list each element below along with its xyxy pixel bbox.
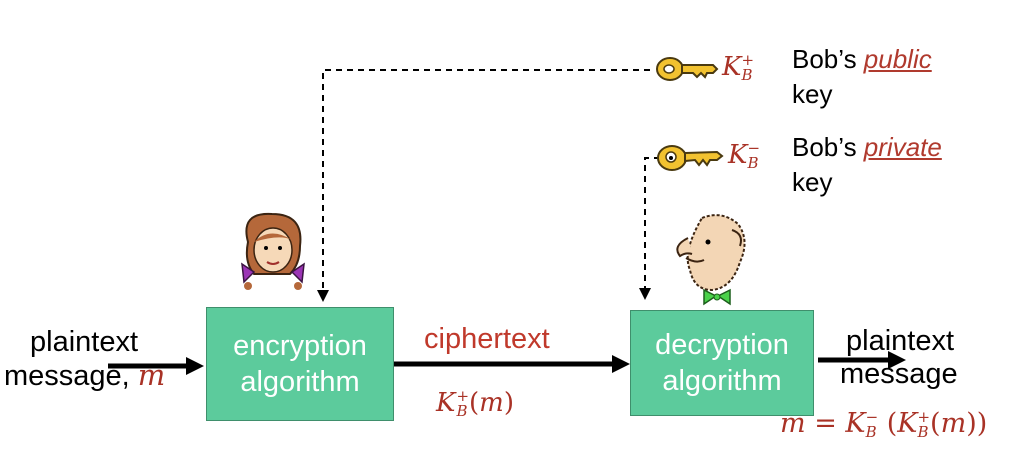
public-key-dashed-connector xyxy=(322,69,650,292)
private-key-label-emph: private xyxy=(863,132,942,162)
input-line2: message, m xyxy=(4,359,194,393)
decryption-equation: m = K−B (K+B(m)) xyxy=(780,407,988,441)
encryption-box-line1: encryption xyxy=(233,329,367,362)
private-key-k: K xyxy=(728,140,748,170)
public-key-arrowhead xyxy=(317,290,329,302)
plaintext-input-label: plaintext message, m xyxy=(4,326,194,394)
decryption-box-line2: algorithm xyxy=(662,365,782,397)
ciphertext-formula: K+B(m) xyxy=(436,387,514,420)
decryption-algorithm-box: decryption algorithm xyxy=(630,310,814,416)
ciphertext-formula-scripts: +B xyxy=(456,389,469,419)
private-key-sub: B xyxy=(747,154,759,172)
public-key-k: K xyxy=(722,52,742,82)
private-key-label-prefix: Bob’s xyxy=(792,132,864,162)
ciphertext-label: ciphertext xyxy=(424,323,550,355)
bob-face-icon xyxy=(676,214,746,306)
public-key-icon xyxy=(656,57,719,81)
public-key-label: Bob’s public key xyxy=(792,42,932,112)
private-key-symbol: K−B xyxy=(728,140,760,171)
input-line2-text: message, xyxy=(4,360,130,393)
public-key-sup: + xyxy=(741,51,755,69)
ciphertext-arrowhead xyxy=(612,355,630,373)
output-arrowhead xyxy=(888,351,906,369)
alice-face-icon xyxy=(241,212,305,290)
private-key-icon xyxy=(657,145,724,171)
public-key-label-suffix: key xyxy=(792,79,833,110)
ciphertext-formula-sup: + xyxy=(456,387,470,405)
encryption-box-line2: algorithm xyxy=(240,366,360,398)
ciphertext-formula-k: K xyxy=(436,388,456,418)
public-key-label-emph: public xyxy=(863,44,932,74)
private-key-dashed-connector xyxy=(644,157,660,290)
private-key-sup: − xyxy=(747,139,761,157)
input-var-m: m xyxy=(137,358,166,393)
ciphertext-formula-sub: B xyxy=(456,402,468,420)
public-key-sub: B xyxy=(741,66,753,84)
decryption-box-line1: decryption xyxy=(655,328,789,361)
public-key-symbol: K+B xyxy=(722,52,754,83)
private-key-label: Bob’s private key xyxy=(792,130,942,200)
public-key-label-prefix: Bob’s xyxy=(792,44,864,74)
output-line1: plaintext xyxy=(846,325,955,357)
private-key-arrowhead xyxy=(639,288,651,300)
output-line2: message xyxy=(840,358,958,391)
input-line1: plaintext xyxy=(30,326,139,358)
private-key-label-suffix: key xyxy=(792,167,833,198)
plaintext-output-label: plaintext message xyxy=(840,325,958,392)
input-arrowhead xyxy=(186,357,204,375)
encryption-algorithm-box: encryption algorithm xyxy=(206,307,394,421)
ciphertext-formula-arg: ( xyxy=(469,388,480,418)
